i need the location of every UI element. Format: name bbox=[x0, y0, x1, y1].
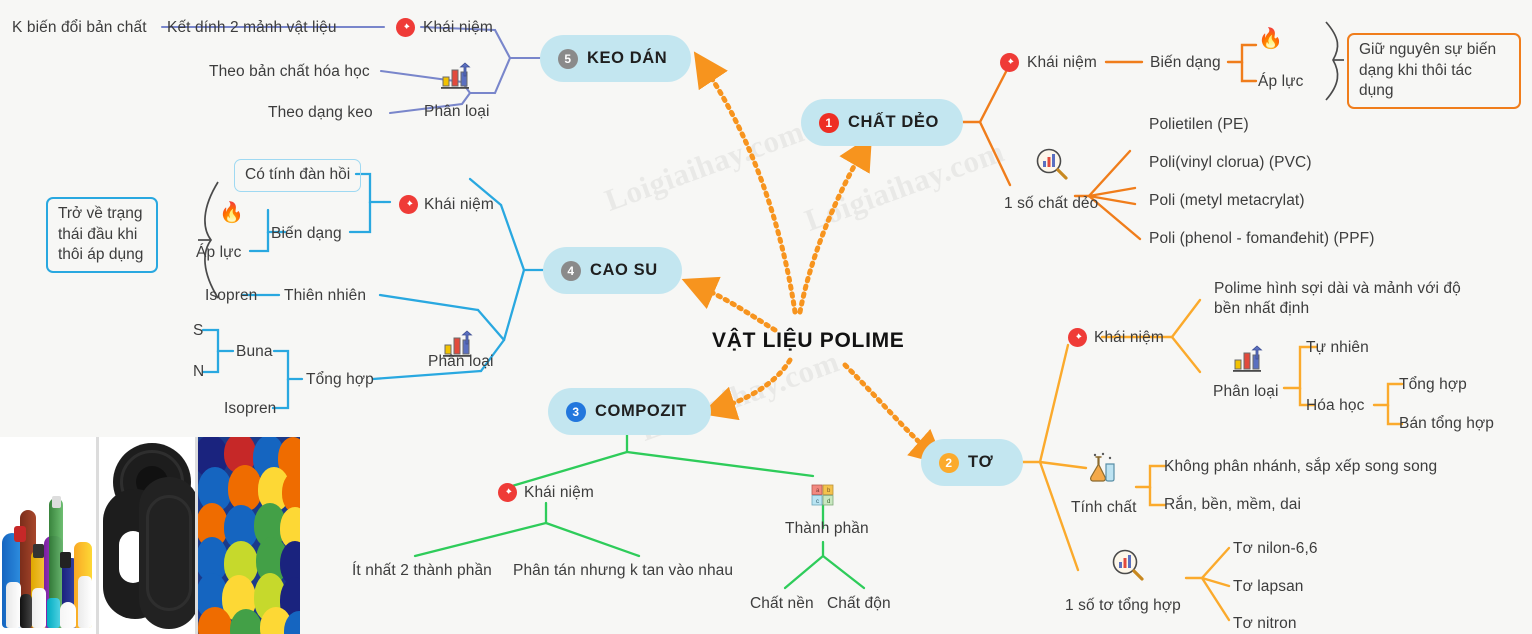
pushpin-icon bbox=[396, 18, 415, 37]
to-tinh-chat-2: Rắn, bền, mềm, dai bbox=[1164, 496, 1302, 513]
compozit-khai-niem: Khái niệm bbox=[524, 484, 594, 501]
to-tinh-chat-1: Không phân nhánh, sắp xếp song song bbox=[1164, 458, 1438, 475]
compozit-chat-nen: Chất nền bbox=[750, 595, 814, 612]
keo-dan-theo-ban-chat: Theo bản chất hóa học bbox=[209, 63, 370, 80]
svg-text:d: d bbox=[827, 499, 830, 505]
chat-deo-note: Giữ nguyên sự biến dạng khi thôi tác dụn… bbox=[1347, 33, 1521, 109]
cao-su-thien-nhien: Thiên nhiên bbox=[284, 287, 367, 304]
pushpin-icon bbox=[399, 195, 418, 214]
cao-su-khai-niem: Khái niệm bbox=[424, 196, 494, 213]
node-label-keo-dan: KEO DÁN bbox=[587, 49, 668, 67]
node-keo-dan[interactable]: 5 KEO DÁN bbox=[540, 35, 692, 82]
node-chat-deo[interactable]: 1 CHẤT DẺO bbox=[801, 99, 963, 146]
flask-icon bbox=[1086, 452, 1118, 489]
keo-dan-k-bien-doi: K biến đổi bản chất bbox=[12, 19, 147, 36]
fire-icon: 🔥 bbox=[219, 202, 244, 224]
chat-deo-item: Poli (metyl metacrylat) bbox=[1149, 192, 1305, 209]
chat-deo-mot-so: 1 số chất dẻo bbox=[1004, 195, 1099, 212]
keo-dan-phan-loai: Phân loại bbox=[424, 103, 490, 120]
pushpin-icon bbox=[498, 483, 517, 502]
node-to[interactable]: 2 TƠ bbox=[921, 439, 1024, 486]
compozit-chat-don: Chất độn bbox=[827, 595, 891, 612]
cao-su-tong-hop: Tổng hợp bbox=[306, 371, 374, 388]
to-phan-loai: Phân loại bbox=[1213, 383, 1279, 400]
node-cao-su[interactable]: 4 CAO SU bbox=[543, 247, 682, 294]
pushpin-icon bbox=[1068, 328, 1087, 347]
chat-deo-item: Polietilen (PE) bbox=[1149, 116, 1249, 133]
plastic-bottles-photo bbox=[0, 437, 96, 634]
cao-su-dan-hoi: Có tính đàn hồi bbox=[234, 159, 362, 192]
to-item: Tơ nitron bbox=[1233, 615, 1297, 632]
bar-chart-icon bbox=[442, 330, 476, 365]
cao-su-isopren-th: Isopren bbox=[224, 400, 277, 417]
chat-deo-ap-luc: Áp lực bbox=[1258, 73, 1304, 90]
cao-su-buna: Buna bbox=[236, 343, 273, 360]
to-tu-nhien: Tự nhiên bbox=[1306, 339, 1369, 356]
node-label-to: TƠ bbox=[968, 453, 994, 471]
keo-dan-khai-niem: Khái niệm bbox=[423, 19, 493, 36]
to-hoa-hoc: Hóa học bbox=[1306, 397, 1365, 414]
to-khai-niem: Khái niệm bbox=[1094, 329, 1164, 346]
center-title: VẬT LIỆU POLIME bbox=[712, 329, 905, 352]
chat-deo-item: Poli (phenol - fomanđehit) (PPF) bbox=[1149, 230, 1375, 247]
node-badge-4: 4 bbox=[561, 260, 581, 281]
bar-chart-icon bbox=[1232, 345, 1266, 380]
svg-text:c: c bbox=[816, 499, 819, 505]
fire-icon: 🔥 bbox=[1258, 28, 1283, 50]
cao-su-isopren-tn: Isopren bbox=[205, 287, 258, 304]
puzzle-blocks-icon: a b c d bbox=[811, 484, 835, 511]
to-mot-so: 1 số tơ tổng hợp bbox=[1065, 597, 1181, 614]
node-badge-3: 3 bbox=[566, 401, 586, 422]
node-label-compozit: COMPOZIT bbox=[595, 402, 687, 420]
photo-strip bbox=[0, 437, 300, 634]
to-ban-tong-hop: Bán tổng hợp bbox=[1399, 415, 1494, 432]
watermark: Loigiaihay.com bbox=[600, 113, 809, 218]
to-tong-hop: Tổng hợp bbox=[1399, 376, 1467, 393]
node-label-cao-su: CAO SU bbox=[590, 261, 658, 279]
watermark: Loigiaihay.com bbox=[800, 133, 1009, 238]
magnifier-chart-icon bbox=[1034, 147, 1070, 186]
node-label-chat-deo: CHẤT DẺO bbox=[848, 113, 939, 131]
node-badge-1: 1 bbox=[819, 112, 839, 133]
to-tinh-chat: Tính chất bbox=[1071, 499, 1137, 516]
to-dinh-nghia: Polime hình sợi dài và mảnh với độ bền n… bbox=[1214, 280, 1461, 318]
cao-su-buna-s: S bbox=[193, 322, 204, 339]
magnifier-chart-icon bbox=[1110, 548, 1146, 587]
colored-yarn-photo bbox=[198, 437, 300, 634]
bar-chart-icon bbox=[440, 62, 474, 97]
node-badge-2: 2 bbox=[939, 452, 959, 473]
keo-dan-ket-dinh: Kết dính 2 mảnh vật liệu bbox=[167, 19, 337, 36]
cao-su-note: Trở về trạng thái đầu khi thôi áp dụng bbox=[46, 197, 158, 273]
chat-deo-khai-niem: Khái niệm bbox=[1027, 54, 1097, 71]
cao-su-phan-loai: Phân loại bbox=[428, 353, 494, 370]
cao-su-ap-luc: Áp lực bbox=[196, 244, 242, 261]
svg-text:a: a bbox=[816, 488, 820, 494]
pushpin-icon bbox=[1000, 53, 1019, 72]
to-item: Tơ nilon-6,6 bbox=[1233, 540, 1318, 557]
compozit-it-nhat: Ít nhất 2 thành phần bbox=[352, 562, 492, 579]
keo-dan-theo-dang-keo: Theo dạng keo bbox=[268, 104, 373, 121]
node-compozit[interactable]: 3 COMPOZIT bbox=[548, 388, 711, 435]
node-badge-5: 5 bbox=[558, 48, 578, 69]
svg-text:b: b bbox=[827, 488, 831, 494]
compozit-thanh-phan: Thành phần bbox=[785, 520, 869, 537]
compozit-phan-tan: Phân tán nhưng k tan vào nhau bbox=[513, 562, 734, 579]
chat-deo-bien-dang: Biến dạng bbox=[1150, 54, 1221, 71]
to-item: Tơ lapsan bbox=[1233, 578, 1304, 595]
cao-su-buna-n: N bbox=[193, 363, 205, 380]
tires-photo bbox=[99, 437, 195, 634]
cao-su-bien-dang: Biến dạng bbox=[271, 225, 342, 242]
chat-deo-item: Poli(vinyl clorua) (PVC) bbox=[1149, 154, 1312, 171]
